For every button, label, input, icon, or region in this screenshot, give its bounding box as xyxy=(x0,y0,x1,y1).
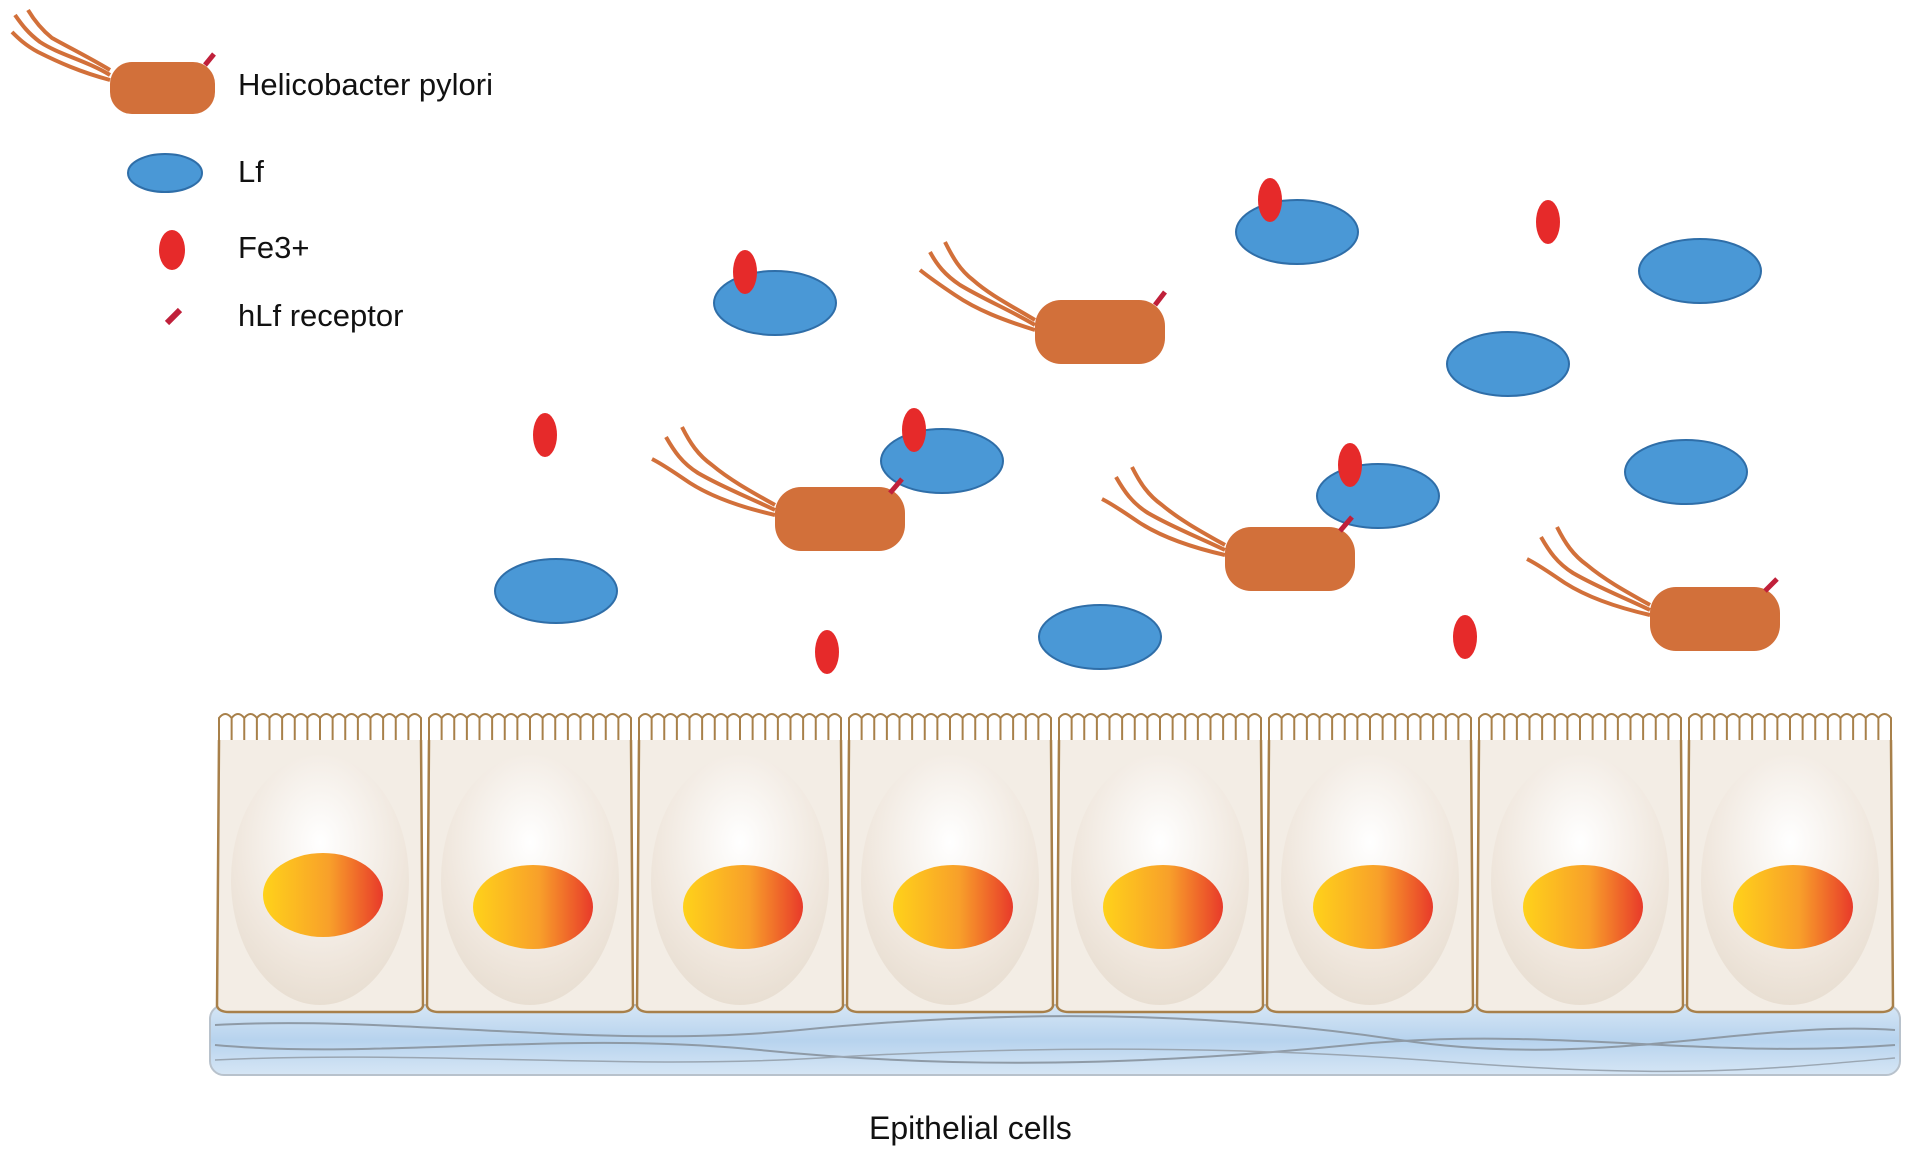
fe-ion xyxy=(1258,178,1282,222)
lf-molecule xyxy=(1446,331,1570,397)
nucleus xyxy=(263,853,383,937)
lf-molecule xyxy=(1235,199,1359,265)
lf-molecule xyxy=(1316,463,1440,529)
legend-label-bacterium: Helicobacter pylori xyxy=(238,67,493,102)
nucleus xyxy=(893,865,1013,949)
legend-receptor-icon xyxy=(164,307,183,326)
legend-bacterium-icon xyxy=(10,8,216,114)
nucleus xyxy=(1733,865,1853,949)
fe-ion xyxy=(1536,200,1560,244)
nucleus xyxy=(683,865,803,949)
legend-label-fe: Fe3+ xyxy=(238,230,310,265)
legend-label-lf: Lf xyxy=(238,154,264,189)
epithelial-cell xyxy=(425,713,635,1014)
legend-lf-icon xyxy=(127,153,203,193)
lf-molecule xyxy=(1638,238,1762,304)
epithelial-layer xyxy=(209,713,1901,1076)
legend-fe-icon xyxy=(159,230,185,270)
legend-label-receptor: hLf receptor xyxy=(238,298,404,333)
helicobacter-pylori-icon xyxy=(1101,466,1355,591)
fe-ions xyxy=(533,178,1560,674)
nucleus xyxy=(1313,865,1433,949)
lf-molecule xyxy=(494,558,618,624)
epithelial-cell xyxy=(845,713,1055,1014)
helicobacter-pylori-icon xyxy=(651,426,905,551)
fe-ion xyxy=(1338,443,1362,487)
helicobacter-pylori-icon xyxy=(1526,526,1780,651)
basement-membrane xyxy=(209,1004,1901,1076)
nucleus xyxy=(473,865,593,949)
caption-epithelial-cells: Epithelial cells xyxy=(869,1110,1072,1146)
epithelial-cell xyxy=(215,713,425,1014)
fe-ion xyxy=(815,630,839,674)
epithelial-cell xyxy=(1265,713,1475,1014)
epithelial-cell xyxy=(1685,713,1895,1014)
epithelial-cells xyxy=(215,713,1895,1014)
epithelial-cell xyxy=(1055,713,1265,1014)
epithelial-cell xyxy=(1475,713,1685,1014)
fe-ion xyxy=(902,408,926,452)
fe-ion xyxy=(733,250,757,294)
lf-molecule xyxy=(1038,604,1162,670)
lf-molecule xyxy=(1624,439,1748,505)
helicobacter-pylori-icon xyxy=(918,241,1167,364)
fe-ion xyxy=(533,413,557,457)
epithelial-cell xyxy=(635,713,845,1014)
fe-ion xyxy=(1453,615,1477,659)
bacteria xyxy=(651,241,1780,651)
nucleus xyxy=(1523,865,1643,949)
legend xyxy=(10,8,216,326)
nucleus xyxy=(1103,865,1223,949)
lf-molecule xyxy=(713,270,837,336)
